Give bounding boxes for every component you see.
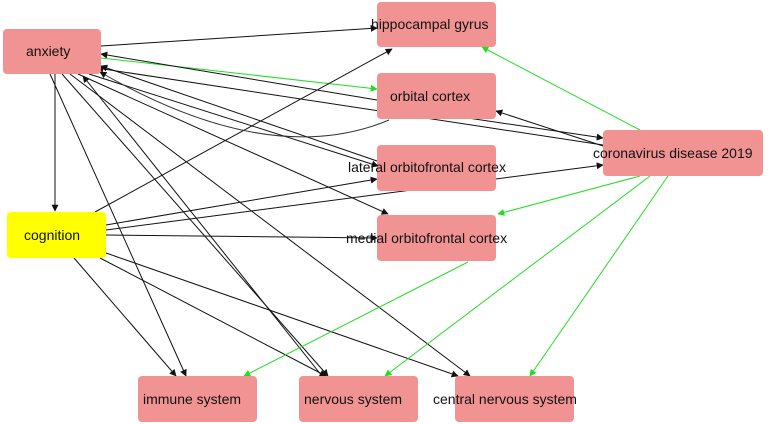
node-nervous-system-box bbox=[299, 376, 418, 422]
node-lateral-orbitofrontal-cortex-box bbox=[377, 145, 496, 191]
node-cognition-box bbox=[7, 212, 106, 258]
edge-covid-hippocampal bbox=[481, 46, 641, 131]
edge-anxiety-cns bbox=[69, 73, 471, 377]
node-immune-system-box bbox=[138, 376, 257, 422]
nodes: anxiety cognition hippocampal gyrus orbi… bbox=[3, 2, 763, 422]
edge-cognition-medial bbox=[105, 234, 378, 242]
node-lateral-orbitofrontal-cortex[interactable]: lateral orbitofrontal cortex bbox=[348, 145, 506, 191]
node-coronavirus-disease-2019[interactable]: coronavirus disease 2019 bbox=[593, 130, 763, 176]
edge-anxiety-lateral bbox=[88, 73, 379, 168]
edge-cognition-cns bbox=[105, 252, 459, 378]
node-lateral-orbitofrontal-cortex-label: lateral orbitofrontal cortex bbox=[348, 159, 506, 175]
node-orbital-cortex-label: orbital cortex bbox=[390, 88, 470, 104]
edge-orbital-anxiety bbox=[100, 51, 378, 101]
edge-covid-orbital bbox=[495, 109, 604, 147]
node-anxiety-box bbox=[3, 29, 101, 74]
edge-covid-anxiety bbox=[96, 65, 604, 146]
node-hippocampal-gyrus-label: hippocampal gyrus bbox=[371, 16, 489, 32]
edge-orbital-anxiety-curved bbox=[99, 71, 390, 138]
edge-cognition-immune bbox=[73, 257, 177, 377]
edge-anxiety-nervous bbox=[61, 73, 329, 377]
node-immune-system[interactable]: immune system bbox=[138, 376, 257, 422]
node-central-nervous-system-label: central nervous system bbox=[433, 391, 577, 407]
node-hippocampal-gyrus-box bbox=[377, 2, 496, 47]
node-medial-orbitofrontal-cortex-box bbox=[377, 215, 496, 261]
edge-anxiety-hippocampal bbox=[100, 24, 378, 47]
node-central-nervous-system-box bbox=[455, 376, 574, 422]
node-coronavirus-disease-2019-box bbox=[603, 130, 763, 176]
edge-cognition-covid bbox=[105, 162, 604, 231]
node-orbital-cortex-box bbox=[377, 73, 496, 119]
node-anxiety-label: anxiety bbox=[26, 43, 70, 59]
node-nervous-system[interactable]: nervous system bbox=[299, 376, 418, 422]
edge-covid-cns bbox=[529, 175, 669, 377]
edge-anxiety-orbital bbox=[100, 57, 378, 92]
node-medial-orbitofrontal-cortex-label: medial orbitofrontal cortex bbox=[346, 230, 507, 246]
node-anxiety[interactable]: anxiety bbox=[3, 29, 101, 74]
edge-anxiety-medial bbox=[77, 73, 389, 215]
edge-cognition-nervous bbox=[99, 257, 327, 377]
edge-nervous-anxiety bbox=[82, 75, 323, 377]
edges bbox=[49, 24, 669, 378]
node-medial-orbitofrontal-cortex[interactable]: medial orbitofrontal cortex bbox=[346, 215, 507, 261]
edge-covid-nervous bbox=[384, 175, 651, 377]
node-cognition[interactable]: cognition bbox=[7, 212, 106, 258]
edge-cognition-lateral bbox=[105, 176, 378, 226]
edge-lateral-anxiety bbox=[100, 64, 378, 162]
node-immune-system-label: immune system bbox=[143, 391, 241, 407]
node-nervous-system-label: nervous system bbox=[304, 391, 402, 407]
edge-medial-immune bbox=[243, 261, 469, 377]
edge-anxiety-immune bbox=[49, 73, 187, 377]
edge-orbital-covid bbox=[467, 117, 604, 141]
edge-covid-medial bbox=[497, 175, 641, 216]
node-hippocampal-gyrus[interactable]: hippocampal gyrus bbox=[371, 2, 496, 47]
node-central-nervous-system[interactable]: central nervous system bbox=[433, 376, 577, 422]
node-orbital-cortex[interactable]: orbital cortex bbox=[377, 73, 496, 119]
node-cognition-label: cognition bbox=[24, 227, 80, 243]
node-coronavirus-disease-2019-label: coronavirus disease 2019 bbox=[593, 145, 753, 161]
